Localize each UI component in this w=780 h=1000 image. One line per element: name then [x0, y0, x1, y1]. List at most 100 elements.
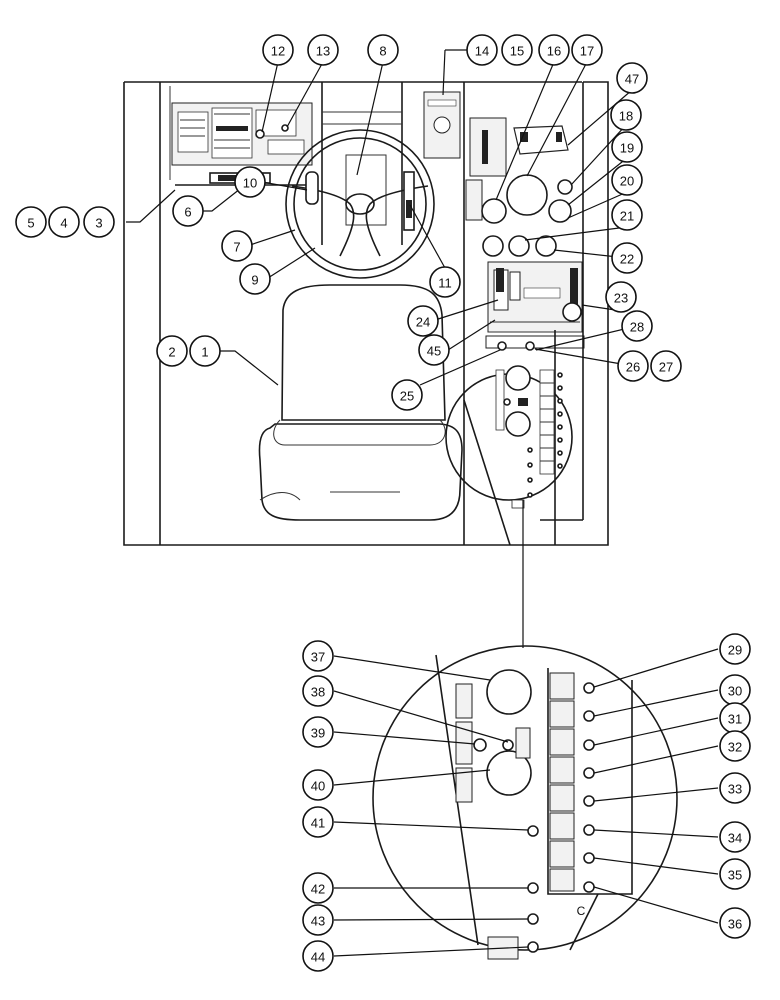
callout-number: 17	[580, 44, 594, 59]
callout-30: 30	[719, 674, 751, 706]
callout-number: 11	[438, 276, 452, 291]
indicator-44	[527, 941, 539, 953]
callout-number: 26	[626, 360, 640, 375]
callout-number: 19	[620, 141, 634, 156]
callout-5: 5	[15, 206, 47, 238]
callout-number: 3	[95, 216, 102, 231]
gauge-40	[486, 750, 532, 796]
callout-circle	[48, 206, 80, 238]
switch-34	[583, 824, 595, 836]
callout-number: 30	[728, 684, 742, 699]
indicator-43	[527, 913, 539, 925]
callout-number: 6	[184, 205, 191, 220]
operator-station-view	[123, 81, 609, 546]
callout-13: 13	[307, 34, 339, 66]
callout-circle	[719, 858, 751, 890]
switch-30	[583, 710, 595, 722]
callout-number: 13	[316, 44, 330, 59]
callout-circle	[15, 206, 47, 238]
callout-number: 34	[728, 831, 742, 846]
callout-circle	[234, 166, 266, 198]
callout-number: 18	[619, 109, 633, 124]
callout-circle	[302, 806, 334, 838]
callout-14: 14	[466, 34, 498, 66]
callout-circle	[617, 350, 649, 382]
callout-circle	[221, 230, 253, 262]
callout-35: 35	[719, 858, 751, 890]
callout-number: 27	[659, 360, 673, 375]
callout-circle	[501, 34, 533, 66]
callout-circle	[719, 907, 751, 939]
callout-2: 2	[156, 335, 188, 367]
callout-circle	[719, 633, 751, 665]
callout-number: 31	[728, 712, 742, 727]
callout-45: 45	[418, 334, 450, 366]
callout-number: 15	[510, 44, 524, 59]
callout-4: 4	[48, 206, 80, 238]
switch-32	[583, 767, 595, 779]
callout-39: 39	[302, 716, 334, 748]
callout-21: 21	[611, 199, 643, 231]
callout-11: 11	[429, 266, 461, 298]
callout-circle	[650, 350, 682, 382]
callout-number: 9	[251, 273, 258, 288]
callout-circle	[83, 206, 115, 238]
callout-32: 32	[719, 730, 751, 762]
gauge-16	[481, 198, 507, 224]
callout-circle	[302, 872, 334, 904]
gauge-19	[548, 199, 572, 223]
callout-number: 16	[547, 44, 561, 59]
callout-circle	[611, 131, 643, 163]
detail-view-circle	[372, 645, 678, 951]
switch-33	[583, 795, 595, 807]
callout-circle	[611, 199, 643, 231]
callout-circle	[239, 263, 271, 295]
callout-circle	[719, 772, 751, 804]
callout-circle	[719, 730, 751, 762]
lever-10	[305, 171, 319, 205]
callout-38: 38	[302, 675, 334, 707]
callout-number: 40	[311, 779, 325, 794]
gauge-20	[482, 235, 504, 257]
gauge-37	[486, 669, 532, 715]
callout-circle	[610, 99, 642, 131]
callout-circle	[156, 335, 188, 367]
callout-27: 27	[650, 350, 682, 382]
callout-number: 35	[728, 868, 742, 883]
operator-seat	[258, 284, 463, 521]
indicator-25	[497, 341, 507, 351]
gauge-22	[535, 235, 557, 257]
switch-31	[583, 739, 595, 751]
callout-28: 28	[621, 310, 653, 342]
indicator-light-13	[281, 124, 289, 132]
callout-number: 43	[311, 914, 325, 929]
callout-43: 43	[302, 904, 334, 936]
callout-number: 25	[400, 389, 414, 404]
callout-number: 1	[201, 345, 208, 360]
callout-25: 25	[391, 379, 423, 411]
callout-9: 9	[239, 263, 271, 295]
callout-41: 41	[302, 806, 334, 838]
callout-6: 6	[172, 195, 204, 227]
callout-12: 12	[262, 34, 294, 66]
detail-view-label: C	[577, 904, 586, 918]
callout-16: 16	[538, 34, 570, 66]
callout-number: 23	[614, 291, 628, 306]
switch-decal	[465, 179, 483, 221]
switch-36	[583, 881, 595, 893]
callout-circle	[302, 940, 334, 972]
callout-circle	[429, 266, 461, 298]
callout-number: 12	[271, 44, 285, 59]
callout-3: 3	[83, 206, 115, 238]
callout-number: 24	[416, 315, 430, 330]
indicator-41	[527, 825, 539, 837]
callout-circle	[418, 334, 450, 366]
callout-circle	[302, 675, 334, 707]
callout-number: 42	[311, 882, 325, 897]
callout-40: 40	[302, 769, 334, 801]
callout-circle	[262, 34, 294, 66]
callout-number: 33	[728, 782, 742, 797]
callout-circle	[189, 335, 221, 367]
callout-number: 37	[311, 650, 325, 665]
callout-31: 31	[719, 702, 751, 734]
